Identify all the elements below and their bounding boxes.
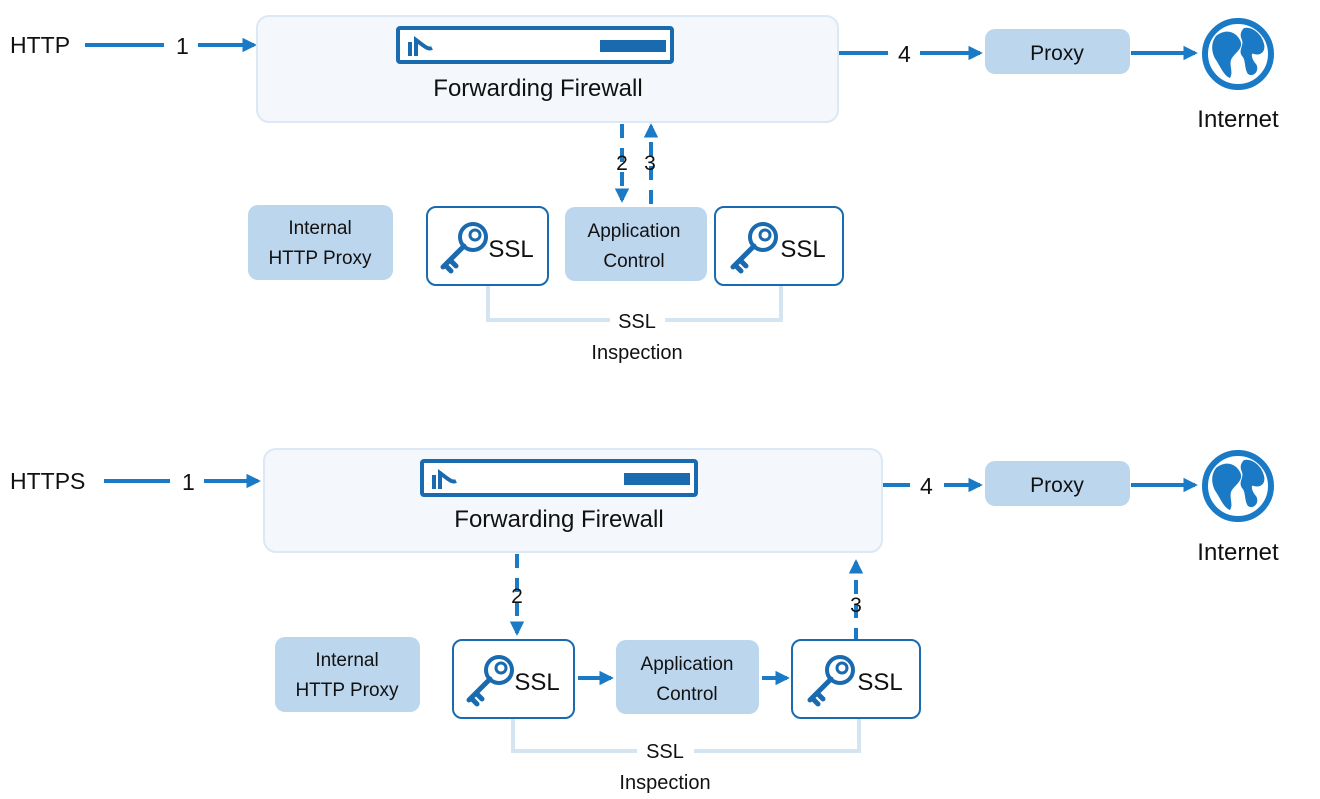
http-step-1: 1	[176, 33, 189, 59]
globe-icon	[1205, 21, 1271, 87]
https-ssl-inspection-line1: SSL	[646, 741, 684, 763]
https-protocol-label: HTTPS	[10, 468, 85, 494]
http-app-control-box	[565, 207, 707, 281]
https-internal-proxy-box	[275, 637, 420, 712]
http-step-2: 2	[616, 152, 628, 175]
https-proxy-box	[985, 461, 1130, 506]
https-internal-proxy-line2: HTTP Proxy	[295, 680, 399, 701]
http-internal-proxy-line1: Internal	[288, 218, 351, 239]
https-flow: HTTPS 1 Forwarding Firewall 4 Proxy Inte…	[10, 448, 1279, 794]
https-app-control-line2: Control	[656, 684, 717, 705]
http-proxy-label: Proxy	[1030, 42, 1084, 65]
http-ssl-inspection-bracket	[486, 284, 783, 322]
https-ssl-left-label: SSL	[514, 669, 559, 696]
http-internal-proxy-box	[248, 205, 393, 280]
https-app-control-box	[616, 640, 759, 714]
http-app-control-line1: Application	[588, 221, 681, 242]
https-step-3: 3	[850, 594, 862, 617]
https-ssl-right-label: SSL	[857, 669, 902, 696]
http-step-4: 4	[898, 41, 911, 67]
https-firewall-label: Forwarding Firewall	[454, 506, 663, 533]
https-proxy-label: Proxy	[1030, 474, 1084, 497]
http-app-control-line2: Control	[603, 251, 664, 272]
https-internal-proxy-line1: Internal	[315, 650, 378, 671]
http-ssl-inspection-line2: Inspection	[591, 342, 682, 364]
firewall-device-icon	[420, 459, 698, 497]
https-internet-label: Internet	[1197, 539, 1279, 566]
http-flow: HTTP 1 Forwarding Firewall 4 Proxy Inter…	[10, 15, 1279, 364]
https-step-1: 1	[182, 469, 195, 495]
http-ssl-left-label: SSL	[488, 236, 533, 263]
http-ssl-inspection-line1: SSL	[618, 311, 656, 333]
https-app-control-line1: Application	[641, 654, 734, 675]
http-internal-proxy-line2: HTTP Proxy	[268, 248, 372, 269]
https-step-2: 2	[511, 585, 523, 608]
https-ssl-inspection-line2: Inspection	[619, 772, 710, 794]
http-ssl-right-label: SSL	[780, 236, 825, 263]
http-protocol-label: HTTP	[10, 32, 70, 58]
firewall-device-icon	[396, 26, 674, 64]
http-internet-label: Internet	[1197, 106, 1279, 133]
http-step-3: 3	[644, 152, 656, 175]
http-firewall-label: Forwarding Firewall	[433, 75, 642, 102]
http-proxy-box	[985, 29, 1130, 74]
https-firewall-panel	[263, 448, 883, 553]
https-ssl-inspection-bracket	[511, 718, 861, 753]
globe-icon	[1205, 453, 1271, 519]
https-step-4: 4	[920, 473, 933, 499]
